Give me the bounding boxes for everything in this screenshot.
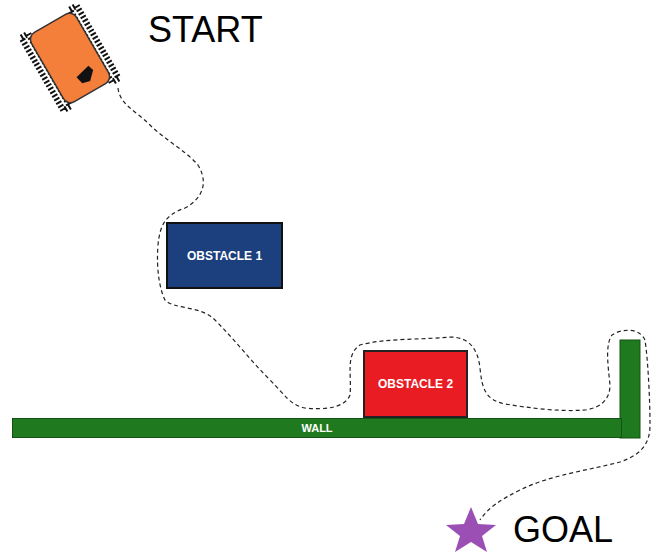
obstacle-box: OBSTACLE 2 [363, 350, 468, 418]
start-label: START [148, 10, 263, 50]
node-text: OBSTACLE 1 [187, 249, 262, 263]
node-text: OBSTACLE 2 [378, 377, 453, 391]
wall-post [620, 340, 640, 438]
wall-band: WALL [12, 418, 622, 438]
obstacle-box: OBSTACLE 1 [166, 222, 283, 289]
robot-path [118, 88, 650, 520]
robot [21, 6, 118, 111]
node-text: WALL [301, 422, 332, 434]
goal-star [446, 507, 496, 552]
goal-label: GOAL [513, 510, 613, 550]
